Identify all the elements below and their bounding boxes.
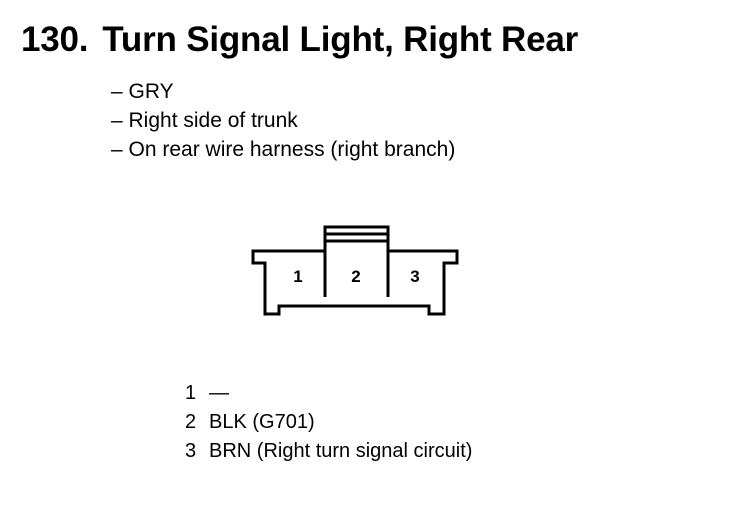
pin-number: 3 [185,440,197,462]
pin-label-1: 1 [293,267,302,286]
component-number: 130. [21,20,89,59]
component-name: Turn Signal Light, Right Rear [102,20,579,59]
pin-description: — [209,382,229,404]
connector-diagram: 1 2 3 [248,222,462,323]
pin-number: 2 [185,411,197,433]
pin-row: 3 BRN (Right turn signal circuit) [185,437,472,466]
page-title: 130. Turn Signal Light, Right Rear [21,20,578,60]
component-info: – GRY – Right side of trunk – On rear wi… [111,77,455,164]
pin-number: 1 [185,382,197,404]
component-location: – Right side of trunk [111,109,298,132]
pin-label-3: 3 [410,267,419,286]
pin-row: 1— [185,379,472,408]
pin-description: BLK (G701) [209,411,315,433]
harness-location: – On rear wire harness (right branch) [111,138,456,161]
connector-color: – GRY [111,80,174,103]
pin-description: BRN (Right turn signal circuit) [209,440,473,462]
pin-row: 2 BLK (G701) [185,408,472,437]
pin-label-2: 2 [351,267,360,286]
connector-housing [251,225,459,316]
